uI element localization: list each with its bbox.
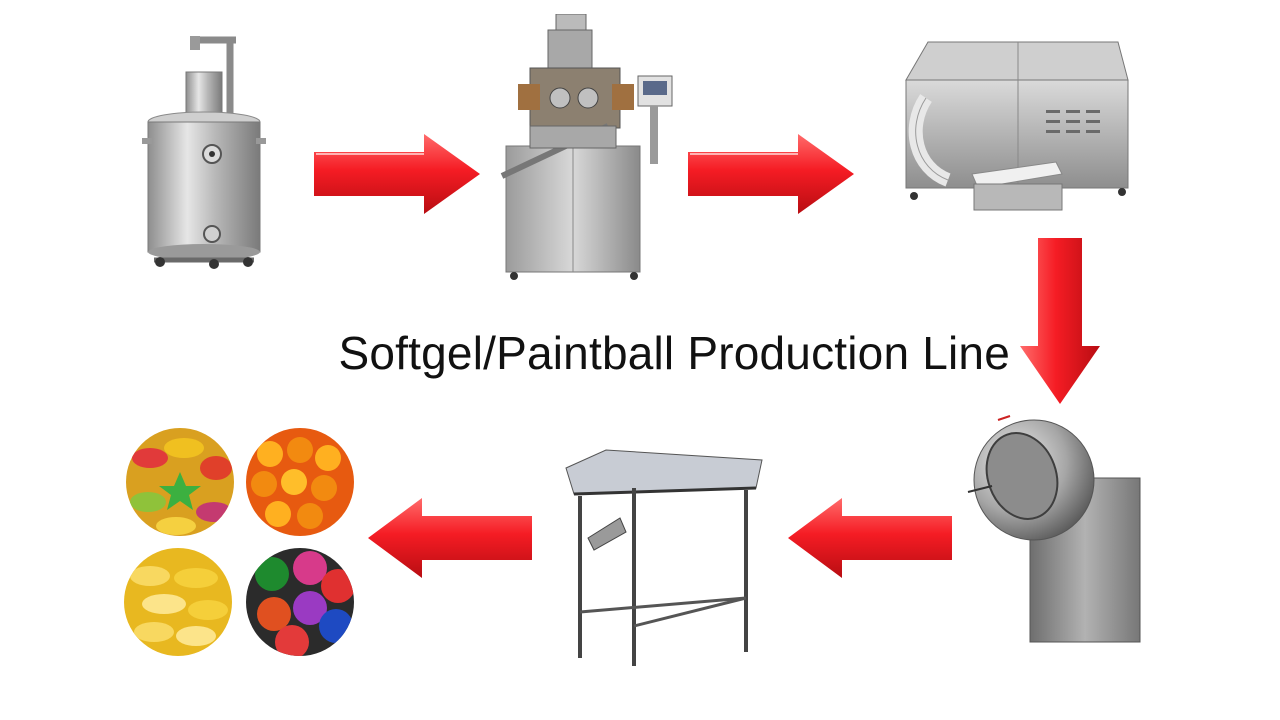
- inspection-table-image: [565, 449, 763, 666]
- softgel-encapsulation-machine-image: [500, 14, 673, 280]
- flow-arrow-right-2: [686, 132, 856, 216]
- orange-softgels-image: [246, 428, 354, 536]
- paintballs-image: [246, 548, 354, 656]
- inspection-table: [560, 448, 770, 670]
- flow-arrow-down: [1018, 236, 1102, 406]
- diagram-title: Softgel/Paintball Production Line: [338, 327, 1010, 379]
- fish-oil-softgels-image: [124, 548, 232, 656]
- coating-pan-image: [967, 415, 1141, 643]
- tumble-dryer-image: [905, 41, 1129, 211]
- coating-pan: [964, 412, 1144, 646]
- gelatin-melting-tank-image: [142, 36, 266, 269]
- product-samples: [124, 428, 360, 660]
- softgel-encapsulation-machine: [500, 14, 676, 282]
- product-samples-image: [124, 428, 354, 656]
- flow-arrow-left-1: [786, 496, 954, 580]
- flow-arrow-left-2: [366, 496, 534, 580]
- gelatin-melting-tank: [138, 34, 268, 270]
- flow-arrow-right-1: [312, 132, 482, 216]
- tumble-dryer: [896, 38, 1132, 214]
- assorted-softgels-image: [126, 428, 234, 536]
